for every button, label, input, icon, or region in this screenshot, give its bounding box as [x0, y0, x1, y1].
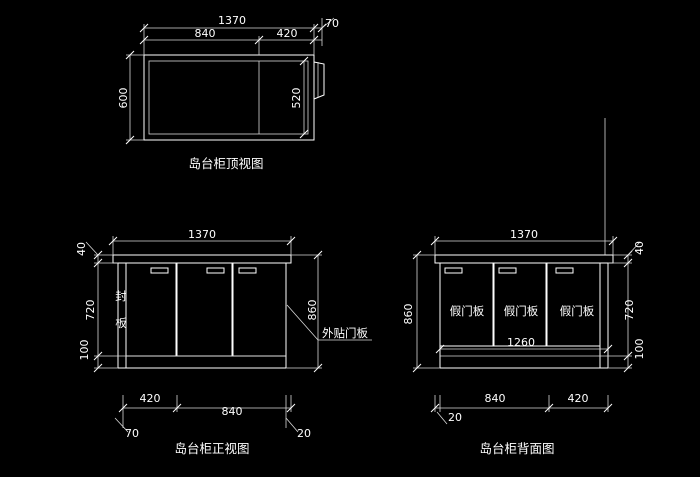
dim-front-bottom: 100	[78, 340, 91, 361]
false-door-label-2: 假门板	[504, 304, 539, 318]
false-door-label-3: 假门板	[560, 304, 595, 318]
dim-front-height: 860	[306, 300, 319, 321]
dim-back-edge: 20	[448, 411, 462, 424]
dim-front-left: 420	[140, 392, 161, 405]
front-door-1	[125, 262, 177, 357]
caption-front-view: 岛台柜正视图	[174, 441, 249, 456]
dim-front-left-edge: 70	[125, 427, 139, 440]
dim-top-total: 1370	[218, 14, 246, 27]
dim-top-depth: 600	[117, 88, 130, 109]
handle-icon	[444, 267, 463, 274]
dim-back-inner: 1260	[507, 336, 535, 349]
caption-top-view: 岛台柜顶视图	[188, 156, 263, 171]
dim-back-bottom: 100	[633, 339, 646, 360]
handle-icon	[150, 267, 169, 274]
handle-icon	[238, 267, 257, 274]
handle-icon	[555, 267, 574, 274]
handle-icon	[206, 267, 225, 274]
dim-top-left: 840	[195, 27, 216, 40]
front-countertop	[112, 254, 292, 264]
dim-back-mid: 720	[623, 300, 636, 321]
front-view: 封 板 1370 40 720 100 860 外贴门板	[75, 228, 372, 456]
dim-top-right: 420	[277, 27, 298, 40]
dim-back-top: 40	[633, 241, 646, 255]
dim-back-right: 420	[568, 392, 589, 405]
dim-back-total: 1370	[510, 228, 538, 241]
side-panel-label-1: 封	[115, 289, 127, 303]
dim-top-edge: 70	[325, 17, 339, 30]
top-view-inner-outline	[148, 60, 309, 135]
side-panel-label-2: 板	[115, 316, 127, 330]
top-view-overhang	[313, 61, 325, 100]
dim-front-right: 840	[222, 405, 243, 418]
handle-icon	[498, 267, 517, 274]
back-door-2	[493, 262, 547, 347]
back-door-3	[546, 262, 601, 347]
top-view-outline	[143, 54, 315, 141]
back-door-1	[439, 262, 494, 347]
door-label: 外贴门板	[322, 326, 368, 340]
dim-back-left: 840	[485, 392, 506, 405]
door-label-leader	[286, 304, 372, 341]
front-door-2	[176, 262, 233, 357]
dim-front-mid: 720	[84, 300, 97, 321]
false-door-label-1: 假门板	[450, 304, 485, 318]
dim-front-top: 40	[75, 242, 88, 256]
back-view: 假门板 假门板 假门板 1260 1370 860 40 720	[402, 118, 646, 456]
dim-front-total: 1370	[188, 228, 216, 241]
dim-back-height: 860	[402, 304, 415, 325]
dim-front-right-edge: 20	[297, 427, 311, 440]
front-door-3	[232, 262, 287, 357]
back-countertop	[434, 254, 614, 264]
caption-back-view: 岛台柜背面图	[479, 441, 554, 456]
top-view: 1370 840 420 70 600 520 岛台柜顶视图	[117, 14, 339, 171]
dim-top-inner-depth: 520	[290, 88, 303, 109]
